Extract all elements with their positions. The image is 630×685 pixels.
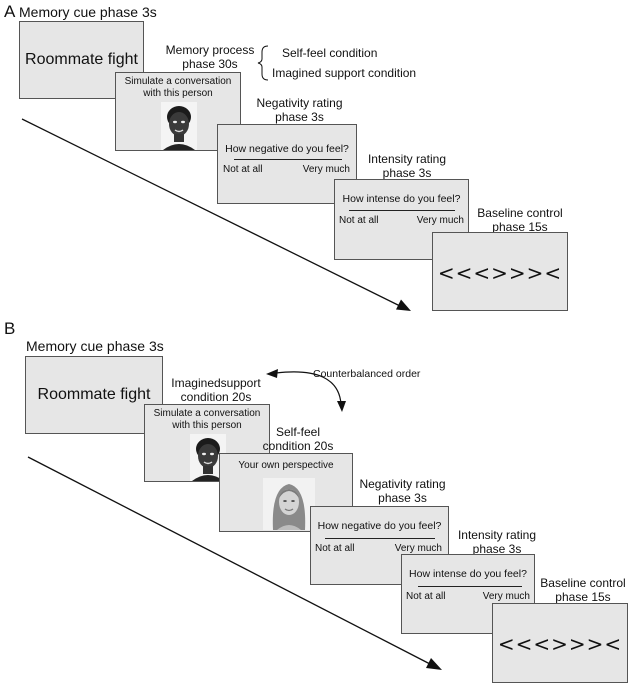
panel-a-negativity-low-anchor: Not at all bbox=[223, 164, 263, 175]
panel-a-condition-imagined-support: Imagined support condition bbox=[272, 66, 417, 80]
panel-b-intensity-label: Intensity rating phase 3s bbox=[457, 528, 537, 556]
panel-a-memory-cue-screen: Roommate fight bbox=[19, 21, 144, 99]
panel-b-simulate-text: Simulate a conversation with this person bbox=[153, 408, 261, 431]
panel-a-negativity-label: Negativity rating phase 3s bbox=[256, 96, 343, 124]
panel-a-letter: A bbox=[4, 2, 16, 21]
panel-b-negativity-question: How negative do you feel? bbox=[317, 520, 442, 532]
panel-b-self-feel-label: Self-feel condition 20s bbox=[262, 425, 334, 453]
panel-b-memory-cue-screen: Roommate fight bbox=[25, 356, 163, 434]
panel-b-baseline-label: Baseline control phase 15s bbox=[540, 576, 626, 604]
panel-b-letter: B bbox=[4, 319, 16, 338]
panel-b-face-photo-2 bbox=[263, 478, 315, 530]
panel-b-intensity-question: How intense do you feel? bbox=[409, 568, 527, 580]
panel-a-intensity-scale bbox=[349, 210, 455, 212]
panel-a-baseline-arrows: <<<>>>< bbox=[437, 261, 563, 285]
panel-b-self-feel-screen: Your own perspective bbox=[219, 453, 353, 532]
panel-b-baseline-arrows: <<<>>>< bbox=[497, 632, 623, 656]
panel-a-simulate-text: Simulate a conversation with this person bbox=[124, 76, 232, 99]
panel-b-memory-cue-label: Memory cue phase 3s bbox=[26, 338, 164, 354]
panel-a-intensity-high-anchor: Very much bbox=[416, 215, 464, 226]
panel-a-negativity-screen: How negative do you feel? Not at all Ver… bbox=[217, 124, 357, 204]
panel-b-intensity-high-anchor: Very much bbox=[482, 591, 530, 602]
panel-b-negativity-screen: How negative do you feel? Not at all Ver… bbox=[310, 506, 449, 585]
panel-a-baseline-screen: <<<>>>< bbox=[432, 232, 568, 311]
panel-a-face-photo bbox=[161, 102, 197, 150]
panel-a-memory-cue-text: Roommate fight bbox=[25, 51, 138, 68]
panel-a-simulate-screen: Simulate a conversation with this person bbox=[115, 72, 241, 151]
panel-a-baseline-label: Baseline control phase 15s bbox=[477, 206, 563, 234]
panel-a-intensity-low-anchor: Not at all bbox=[339, 215, 379, 226]
panel-b-counterbalanced-label: Counterbalanced order bbox=[313, 368, 421, 380]
panel-a-negativity-high-anchor: Very much bbox=[302, 164, 350, 175]
panel-b-negativity-label: Negativity rating phase 3s bbox=[359, 477, 446, 505]
panel-b-intensity-low-anchor: Not at all bbox=[406, 591, 446, 602]
panel-b-self-feel-text: Your own perspective bbox=[238, 460, 334, 471]
panel-a-memory-cue-label: Memory cue phase 3s bbox=[19, 4, 157, 20]
panel-b-negativity-scale bbox=[325, 538, 435, 540]
panel-b-imagined-support-label: Imaginedsupport condition 20s bbox=[171, 376, 261, 404]
panel-a-memory-process-label: Memory process phase 30s bbox=[165, 43, 255, 71]
panel-b-memory-cue-text: Roommate fight bbox=[37, 386, 151, 403]
panel-b-negativity-high-anchor: Very much bbox=[394, 543, 442, 554]
panel-a-condition-self-feel: Self-feel condition bbox=[282, 46, 378, 60]
panel-b-negativity-low-anchor: Not at all bbox=[315, 543, 355, 554]
panel-a-intensity-label: Intensity rating phase 3s bbox=[367, 152, 447, 180]
panel-a-intensity-question: How intense do you feel? bbox=[342, 193, 461, 205]
panel-b-baseline-screen: <<<>>>< bbox=[492, 603, 628, 683]
panel-a-negativity-question: How negative do you feel? bbox=[225, 143, 349, 155]
panel-a-negativity-scale bbox=[234, 159, 342, 161]
panel-b-intensity-scale bbox=[418, 586, 522, 588]
